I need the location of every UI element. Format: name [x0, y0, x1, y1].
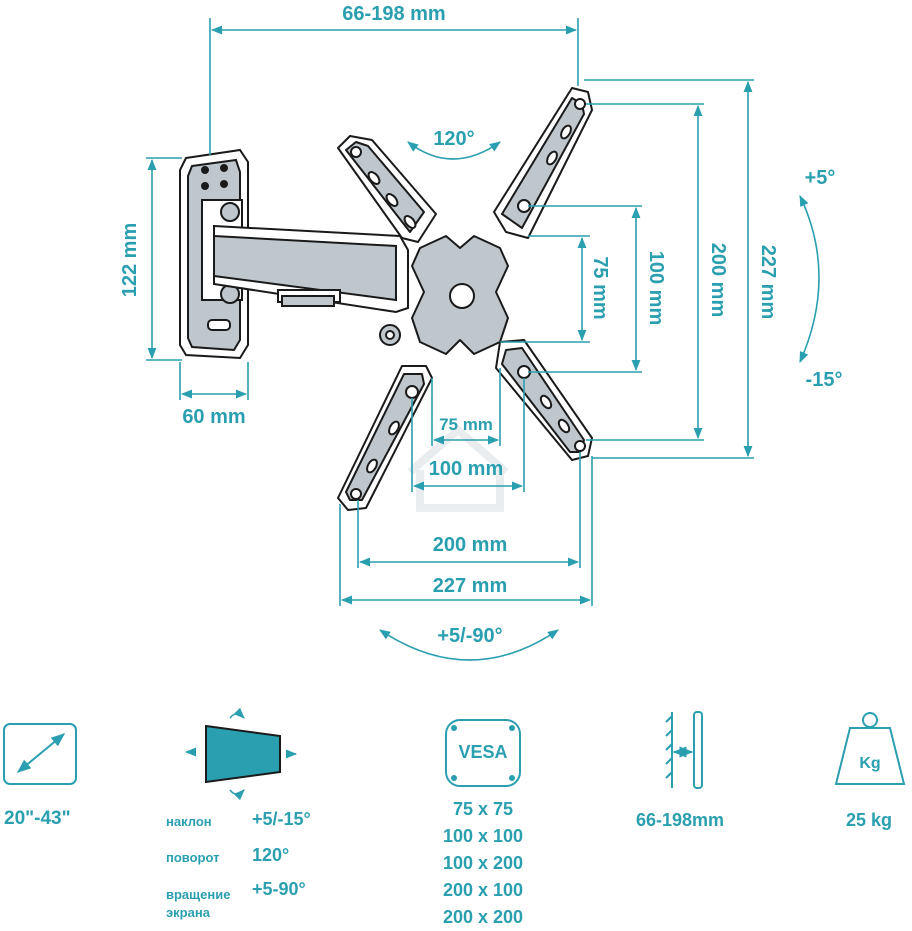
vesa-227-horizontal-label: 227 mm	[433, 575, 508, 597]
weight-icon-text: Kg	[859, 755, 880, 772]
vesa-value: 100 x 200	[442, 853, 524, 873]
motion-label-tilt: наклон	[166, 814, 212, 829]
motion-label-swivel: поворот	[166, 850, 220, 865]
vesa-200-horizontal-label: 200 mm	[433, 534, 508, 556]
distance-value: 66-198mm	[636, 810, 725, 830]
swing-arm	[213, 224, 409, 346]
vesa-100-horizontal-label: 100 mm	[429, 458, 504, 480]
tilt-up-label: +5°	[805, 167, 836, 189]
diagonal-arrow-icon	[3, 723, 77, 785]
vesa-value: 200 x 100	[442, 880, 524, 900]
vesa-value: 200 x 200	[442, 907, 524, 927]
tilt-down-label: -15°	[806, 369, 843, 391]
vesa-227-vertical-label: 227 mm	[757, 245, 779, 320]
wall-plate-width-label: 60 mm	[182, 406, 245, 428]
vesa-75-vertical-label: 75 mm	[589, 256, 611, 319]
vesa-list: 75 x 75 100 x 100 100 x 200 200 x 100 20…	[420, 796, 546, 931]
top-width-label: 66-198 mm	[342, 3, 445, 25]
vesa-100-vertical-label: 100 mm	[645, 251, 667, 326]
vesa-200-vertical-label: 200 mm	[707, 243, 729, 318]
wall-distance-icon	[665, 711, 703, 789]
vesa-icon: VESA	[445, 719, 521, 787]
motion-label-rotation: вращение экрана	[166, 887, 231, 920]
vesa-plate	[337, 87, 593, 511]
weight-icon: Kg	[834, 712, 906, 785]
vesa-value: 100 x 100	[442, 826, 524, 846]
load-value: 25 kg	[846, 810, 893, 830]
motion-value-tilt: +5/-15°	[252, 809, 311, 829]
dimension-lines	[146, 18, 820, 661]
rotation-label: +5/-90°	[437, 625, 502, 647]
wall-plate-height-label: 122 mm	[119, 223, 141, 298]
tilted-screen-icon	[184, 707, 298, 801]
vesa-75-horizontal-label: 75 mm	[439, 415, 493, 434]
swivel-angle-label: 120°	[433, 128, 474, 150]
vesa-icon-text: VESA	[458, 742, 507, 762]
motion-value-swivel: 120°	[252, 845, 290, 865]
vesa-value: 75 x 75	[452, 799, 514, 819]
screen-size-value: 20"-43"	[4, 808, 71, 829]
motion-value-rotation: +5-90°	[252, 879, 306, 899]
